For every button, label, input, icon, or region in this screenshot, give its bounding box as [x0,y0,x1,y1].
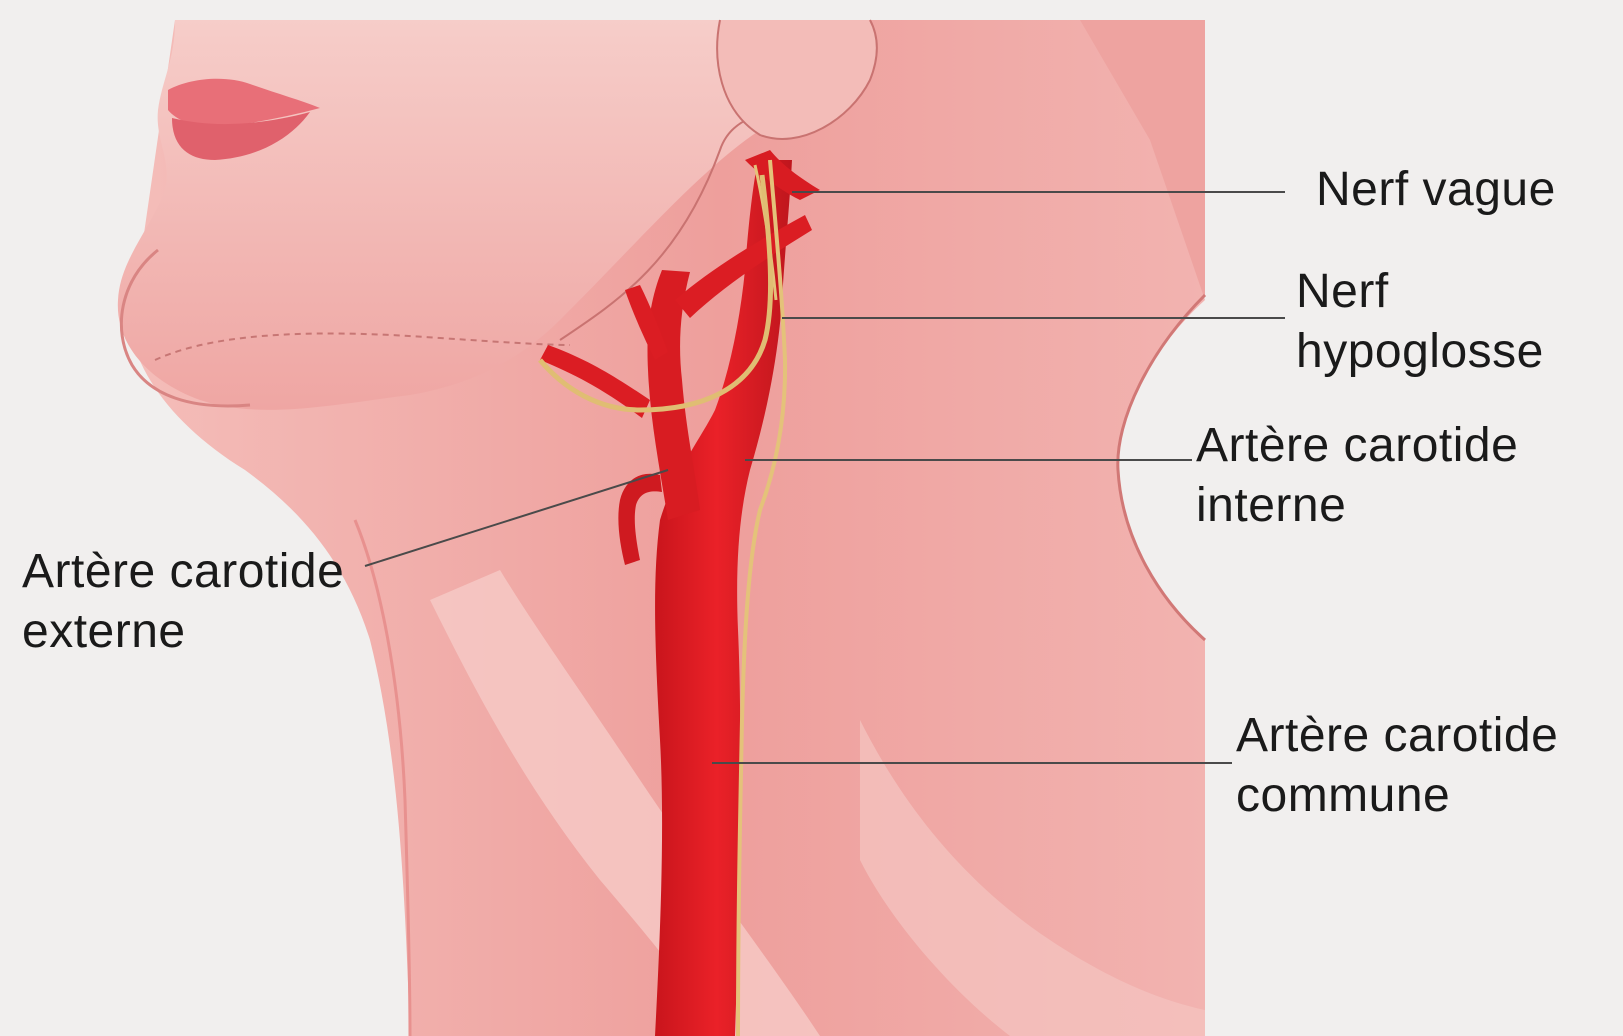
label-carotide-interne: Artère carotide interne [1196,416,1518,536]
label-nerf-hypoglosse-line2: hypoglosse [1296,322,1544,382]
label-carotide-commune: Artère carotide commune [1236,706,1558,826]
label-nerf-hypoglosse: Nerf hypoglosse [1296,262,1544,382]
label-nerf-vague: Nerf vague [1316,160,1556,220]
label-carotide-externe-line2: externe [22,602,344,662]
label-carotide-externe-line1: Artère carotide [22,542,344,602]
label-carotide-interne-line2: interne [1196,476,1518,536]
label-carotide-externe: Artère carotide externe [22,542,344,662]
label-nerf-hypoglosse-line1: Nerf [1296,262,1544,322]
label-carotide-commune-line2: commune [1236,766,1558,826]
label-nerf-vague-line1: Nerf vague [1316,160,1556,220]
label-carotide-interne-line1: Artère carotide [1196,416,1518,476]
label-carotide-commune-line1: Artère carotide [1236,706,1558,766]
